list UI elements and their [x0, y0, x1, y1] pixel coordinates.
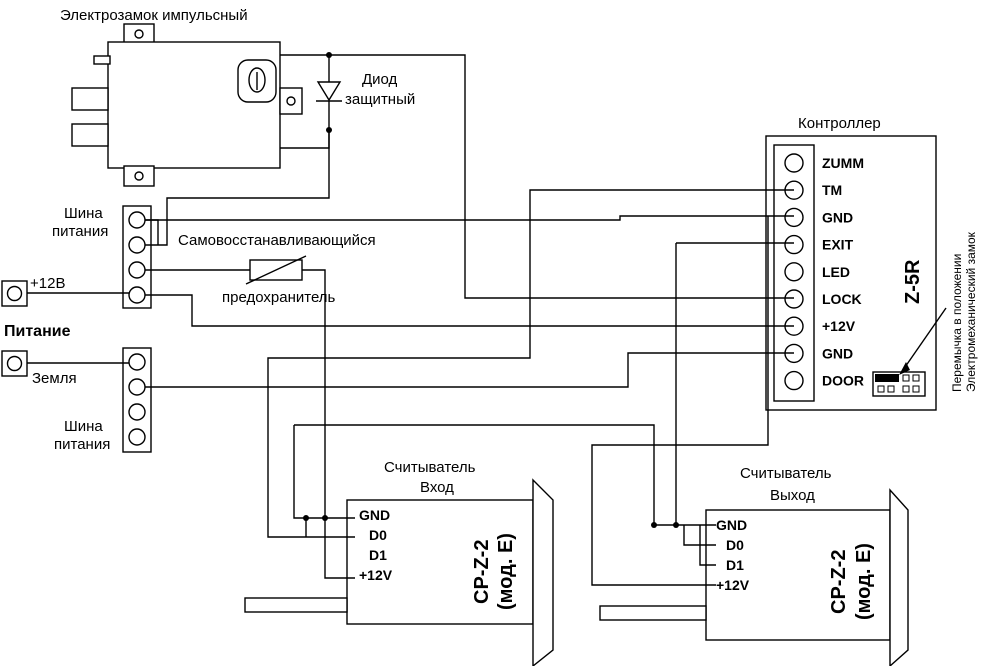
controller-terminal-5: [784, 289, 804, 309]
bus-bottom-label-line1: Шина: [64, 418, 103, 435]
reader-out-title-line2: Выход: [770, 487, 815, 504]
controller-pin-label: LOCK: [822, 291, 862, 307]
controller-terminal-3: [784, 234, 804, 255]
reader-out-pin-label: D1: [726, 557, 744, 573]
controller-pin-label: GND: [822, 209, 853, 225]
reader-in-pin-label: +12V: [359, 567, 393, 583]
wire-lock-to-lock-terminal: [280, 54, 794, 299]
jumper-cap: [875, 374, 899, 382]
diode-label-line2: защитный: [345, 91, 415, 108]
fuse-label-line1: Самовосстанавливающийся: [178, 232, 376, 249]
reader-out-pin-label: D0: [726, 537, 744, 553]
diode-label-line1: Диод: [362, 71, 398, 88]
controller-terminal-4: [784, 262, 804, 282]
lock-title: Электрозамок импульсный: [60, 7, 248, 24]
electric-lock: Электрозамок импульсный: [60, 7, 303, 187]
wire-ground-to-controller-gnd: [145, 352, 794, 388]
bus-top-label-line1: Шина: [64, 205, 103, 222]
bus-bottom-label-line2: питания: [54, 436, 110, 453]
power-bus-top: Шина питания: [52, 205, 152, 309]
reader-in-title-line2: Вход: [420, 479, 454, 496]
controller-title: Контроллер: [798, 115, 881, 132]
reader-out-model-line2: (мод. Е): [853, 543, 875, 620]
wire-gnd-reader-out: [294, 424, 716, 526]
reader-out-pin-label: GND: [716, 517, 747, 533]
resettable-fuse: Самовосстанавливающийся предохранитель: [178, 232, 376, 306]
reader-in-pin-label: D0: [369, 527, 387, 543]
reader-out-model-line1: CP-Z-2: [828, 550, 850, 614]
reader-out-pin-label: +12V: [716, 577, 750, 593]
wire-tm-reader-d0: [267, 189, 794, 538]
power-bus-bottom: Шина питания: [54, 347, 152, 453]
wire-gnd-reader-in: [293, 425, 355, 519]
controller-pin-label: +12V: [822, 318, 856, 334]
controller-model: Z-5R: [902, 259, 924, 304]
jumper-note-line1: Перемычка в положении: [950, 254, 964, 392]
controller-terminal-2: [784, 207, 804, 228]
wire-lock-to-bus: [145, 130, 330, 246]
wire-12v-to-controller: [145, 294, 794, 327]
bus-top-label-line2: питания: [52, 223, 108, 240]
protective-diode: Диод защитный: [316, 71, 415, 108]
power-terminals: +12В Питание Земля: [1, 275, 77, 387]
controller: Контроллер ZUMM TM GND EXIT LED LOCK +12V GND DO…: [765, 115, 978, 411]
power-title: Питание: [4, 323, 71, 340]
wire-bus-to-controller-gnd: [145, 215, 794, 221]
controller-pin-label: EXIT: [822, 237, 854, 253]
wire-fuse-to-reader-in-12v: [302, 269, 355, 579]
reader-in-model-line1: CP-Z-2: [471, 540, 493, 604]
controller-pin-label: LED: [822, 264, 850, 280]
reader-out-title-line1: Считыватель: [740, 465, 832, 482]
reader-in-title-line1: Считыватель: [384, 459, 476, 476]
fuse-label-line2: предохранитель: [222, 289, 336, 306]
controller-pin-label: GND: [822, 345, 853, 361]
jumper-note-line2: Электромеханический замок: [964, 231, 978, 392]
jumper-pointer: [902, 307, 947, 371]
controller-pin-label: DOOR: [822, 373, 864, 389]
controller-terminal-8: [784, 370, 804, 391]
ground-label: Земля: [32, 370, 77, 387]
controller-terminal-0: [784, 153, 804, 173]
wires: [27, 52, 794, 586]
reader-in-model-line2: (мод. Е): [495, 533, 517, 610]
wire-gnd-reader-out-12v: [591, 216, 769, 586]
controller-pin-label: TM: [822, 182, 842, 198]
controller-pin-label: ZUMM: [822, 155, 864, 171]
reader-in-pin-label: GND: [359, 507, 390, 523]
reader-in-pin-label: D1: [369, 547, 387, 563]
plus-12v-label: +12В: [30, 275, 65, 292]
